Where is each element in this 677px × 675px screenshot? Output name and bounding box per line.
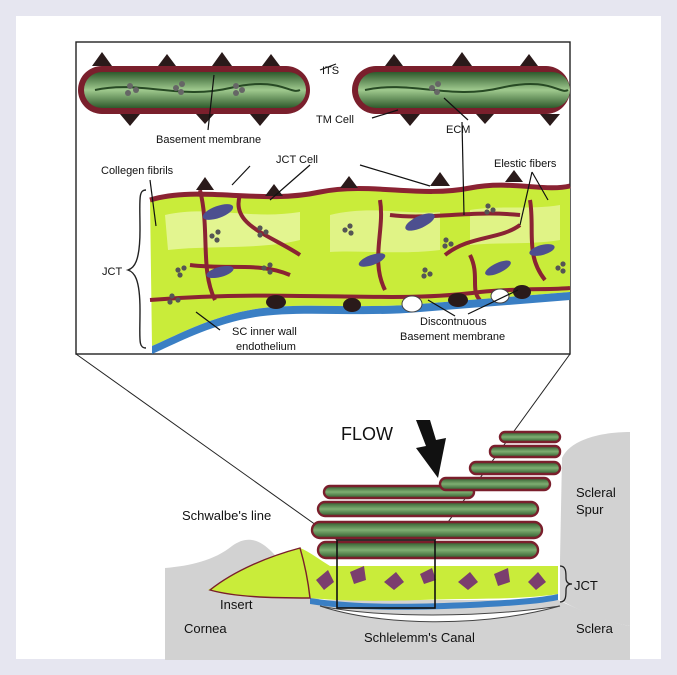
flow-arrow [416, 420, 446, 478]
sclera-label: Sclera [576, 621, 614, 636]
sc-endothelium-label: endothelium [236, 341, 296, 353]
jct-inset-label: JCT [102, 266, 122, 278]
discontinuous-label: Discontnuous [420, 316, 487, 328]
sc-inner-wall-label: SC inner wall [232, 326, 297, 338]
schwalbes-line-label: Schwalbe's line [182, 508, 271, 523]
ecm-label: ECM [446, 124, 470, 136]
cornea-label: Cornea [184, 621, 227, 636]
upper-trabecular-beam-left [78, 66, 310, 114]
collagen-fibrils-label: Collegen fibrils [101, 165, 174, 177]
elastic-fibers-label: Elestic fibers [494, 158, 557, 170]
scleral-label: Scleral [576, 485, 616, 500]
jct-cell-label: JCT Cell [276, 154, 318, 166]
discontinuous-basement-membrane-label: Basement membrane [400, 331, 505, 343]
jct-overview-label: JCT [574, 578, 598, 593]
overview-anatomy [165, 432, 630, 660]
upper-trabecular-beam-right [352, 66, 570, 114]
spur-label: Spur [576, 502, 604, 517]
basement-membrane-label: Basement membrane [156, 134, 261, 146]
its-label: ITS [322, 65, 339, 77]
schlemms-canal-label: Schlelemm's Canal [364, 630, 475, 645]
inset-panel: ITS TM Cell Basement membrane ECM JCT Ce… [76, 42, 570, 354]
insert-label: Insert [220, 597, 253, 612]
flow-label: FLOW [341, 424, 393, 444]
tm-cell-label: TM Cell [316, 114, 354, 126]
